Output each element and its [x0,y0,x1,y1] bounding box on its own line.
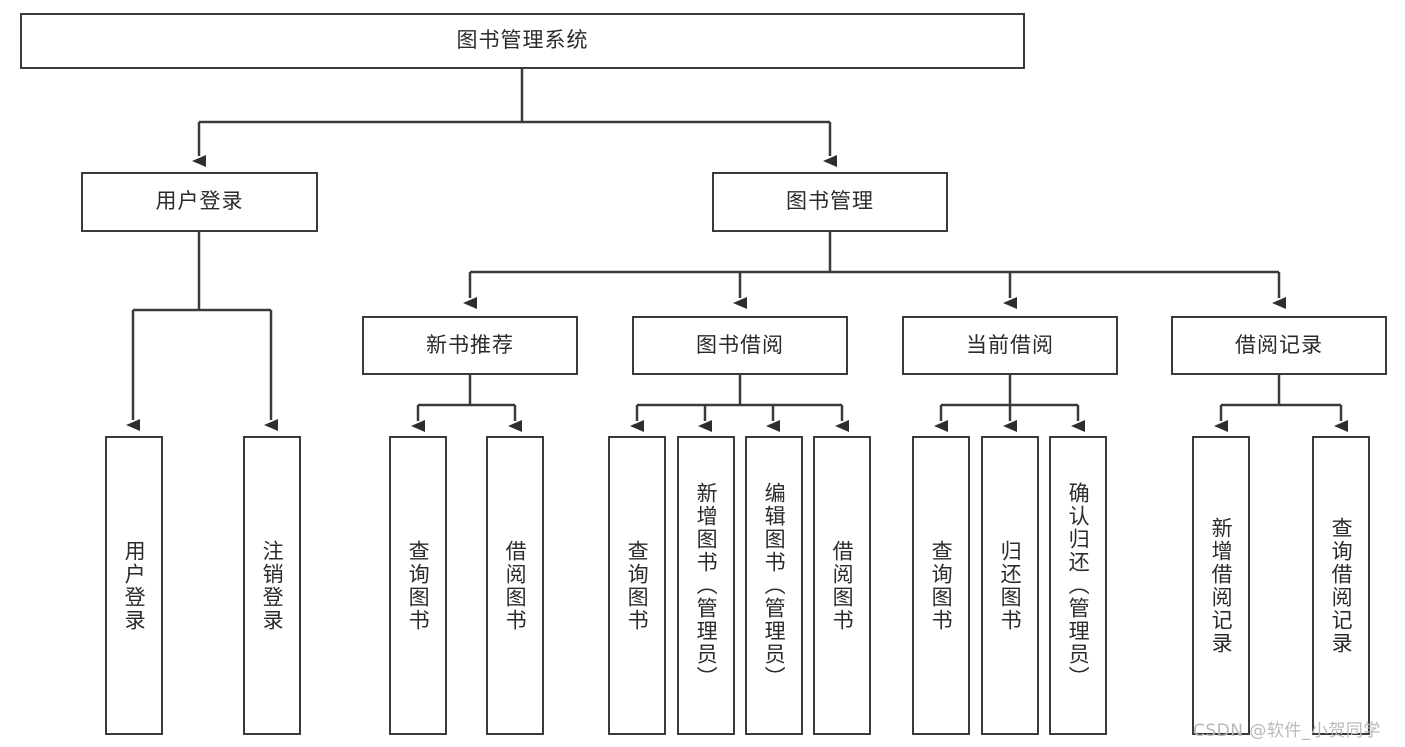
node-leaf-return-book-label: 归还图书 [998,539,1023,632]
node-leaf-confirm-return-label: 确认归还（管理员） [1066,482,1091,689]
node-book-borrow[interactable]: 图书借阅 [632,316,848,375]
node-leaf-edit-book[interactable]: 编辑图书（管理员） [745,436,803,735]
node-leaf-borrow-book-2[interactable]: 借阅图书 [813,436,871,735]
node-new-book-rec[interactable]: 新书推荐 [362,316,578,375]
node-book-manage[interactable]: 图书管理 [712,172,948,232]
node-leaf-add-record[interactable]: 新增借阅记录 [1192,436,1250,735]
node-leaf-user-login-label: 用户登录 [122,539,147,632]
node-current-borrow[interactable]: 当前借阅 [902,316,1118,375]
node-root[interactable]: 图书管理系统 [20,13,1025,69]
node-borrow-record[interactable]: 借阅记录 [1171,316,1387,375]
node-leaf-query-book-3-label: 查询图书 [929,539,954,632]
node-leaf-borrow-book-1-label: 借阅图书 [503,539,528,632]
node-leaf-query-record-label: 查询借阅记录 [1329,516,1354,655]
node-leaf-query-book-3[interactable]: 查询图书 [912,436,970,735]
node-leaf-edit-book-label: 编辑图书（管理员） [762,482,787,689]
node-leaf-query-book-2[interactable]: 查询图书 [608,436,666,735]
node-leaf-borrow-book-1[interactable]: 借阅图书 [486,436,544,735]
node-borrow-record-label: 借阅记录 [1235,332,1323,357]
node-leaf-add-record-label: 新增借阅记录 [1209,516,1234,655]
node-leaf-query-book-1-label: 查询图书 [406,539,431,632]
node-root-label: 图书管理系统 [456,28,589,53]
node-leaf-add-book-label: 新增图书（管理员） [694,482,719,689]
node-leaf-logout[interactable]: 注销登录 [243,436,301,735]
node-leaf-add-book[interactable]: 新增图书（管理员） [677,436,735,735]
node-current-borrow-label: 当前借阅 [966,332,1054,357]
node-leaf-logout-label: 注销登录 [260,539,285,632]
node-book-borrow-label: 图书借阅 [696,332,784,357]
node-leaf-return-book[interactable]: 归还图书 [981,436,1039,735]
node-user-login[interactable]: 用户登录 [81,172,318,232]
node-leaf-query-book-2-label: 查询图书 [625,539,650,632]
node-leaf-confirm-return[interactable]: 确认归还（管理员） [1049,436,1107,735]
csdn-watermark: CSDN @软件_小贺同学 [1193,721,1381,741]
node-new-book-rec-label: 新书推荐 [426,332,514,357]
node-book-manage-label: 图书管理 [786,189,874,214]
node-leaf-borrow-book-2-label: 借阅图书 [830,539,855,632]
node-leaf-query-record[interactable]: 查询借阅记录 [1312,436,1370,735]
node-leaf-user-login[interactable]: 用户登录 [105,436,163,735]
node-user-login-label: 用户登录 [155,189,244,214]
node-leaf-query-book-1[interactable]: 查询图书 [389,436,447,735]
